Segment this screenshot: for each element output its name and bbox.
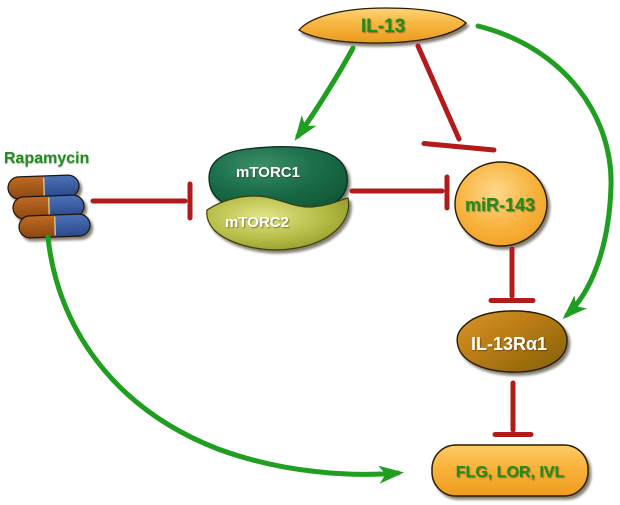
pill-capsule	[18, 213, 91, 239]
mir143-label: miR-143	[465, 195, 535, 215]
pill-capsule	[7, 174, 80, 200]
pill-capsule	[12, 194, 85, 220]
il13ra1-shape	[456, 310, 568, 373]
node-rapamycin: Rapamycin	[4, 150, 91, 239]
edge-il13-to-mir143-tbar	[421, 141, 497, 153]
edge-il13-to-mtorc1	[294, 45, 356, 141]
il13ra1-label: IL-13Rα1	[471, 334, 547, 354]
mtorc2-label: mTORC2	[225, 214, 289, 231]
edges	[45, 23, 614, 484]
node-il13: IL-13	[298, 7, 467, 44]
targets-label: FLG, LOR, IVL	[456, 464, 565, 481]
edge-il13-to-mir143	[415, 43, 462, 142]
mir143-shape	[454, 161, 548, 247]
node-targets: FLG, LOR, IVL	[431, 444, 589, 497]
mtorc1-label: mTORC1	[236, 164, 300, 181]
mtorc2-shape	[206, 195, 350, 251]
node-mtorc2: mTORC1 mTORC2	[206, 164, 350, 251]
il13-shape	[298, 7, 467, 44]
rapamycin-pills-icon	[7, 174, 91, 239]
edge-rapamycin-to-targets	[45, 234, 404, 484]
il13-label: IL-13	[361, 16, 405, 37]
node-il13ra1: IL-13Rα1	[456, 310, 568, 373]
targets-shape	[431, 444, 589, 497]
node-mir143: miR-143	[454, 161, 548, 247]
edge-il13-to-il13ra1	[475, 23, 614, 320]
rapamycin-label: Rapamycin	[4, 150, 89, 167]
